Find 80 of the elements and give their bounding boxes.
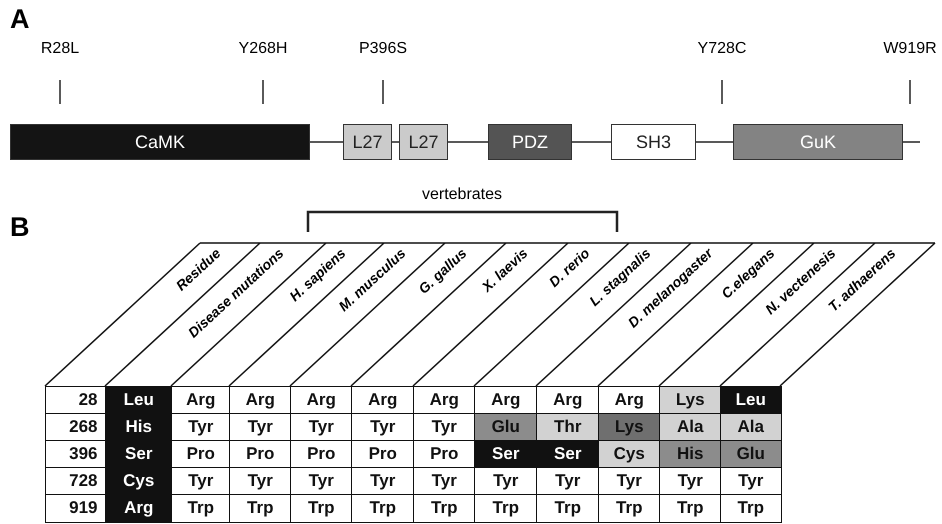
position-cell: 728 (45, 467, 106, 496)
protein-domain: PDZ (488, 124, 572, 160)
mutation-label: Y728C (696, 40, 748, 58)
amino-acid-cell: His (105, 413, 172, 442)
amino-acid-cell: Pro (413, 440, 476, 468)
position-cell: 268 (45, 413, 106, 442)
mutation-label: R28L (40, 40, 80, 58)
amino-acid-cell: Thr (536, 413, 600, 442)
amino-acid-cell: Ser (105, 440, 172, 468)
amino-acid-cell: Arg (105, 494, 172, 522)
amino-acid-cell: Tyr (659, 467, 722, 496)
position-cell: 919 (45, 494, 106, 522)
amino-acid-cell: Tyr (290, 467, 352, 496)
protein-domain: SH3 (611, 124, 696, 160)
amino-acid-cell: Lys (659, 386, 722, 414)
amino-acid-cell: Trp (598, 494, 660, 522)
amino-acid-cell: Trp (720, 494, 782, 522)
protein-backbone-line (903, 141, 920, 143)
amino-acid-cell: Trp (413, 494, 476, 522)
amino-acid-cell: Trp (171, 494, 230, 522)
amino-acid-cell: Tyr (171, 467, 230, 496)
amino-acid-cell: Arg (413, 386, 476, 414)
amino-acid-cell: Tyr (290, 413, 352, 442)
amino-acid-cell: Tyr (598, 467, 660, 496)
amino-acid-cell: Pro (351, 440, 414, 468)
protein-domain: GuK (733, 124, 903, 160)
amino-acid-cell: Pro (171, 440, 230, 468)
amino-acid-cell: Trp (536, 494, 600, 522)
position-cell: 396 (45, 440, 106, 468)
amino-acid-cell: Trp (351, 494, 414, 522)
amino-acid-cell: Tyr (171, 413, 230, 442)
amino-acid-cell: Tyr (351, 413, 414, 442)
protein-backbone-line (448, 141, 488, 143)
amino-acid-cell: Glu (720, 440, 782, 468)
amino-acid-cell: Lys (598, 413, 660, 442)
amino-acid-cell: Ala (720, 413, 782, 442)
amino-acid-cell: Arg (290, 386, 352, 414)
amino-acid-cell: Leu (105, 386, 172, 414)
protein-domain: L27 (399, 124, 448, 160)
amino-acid-cell: Arg (474, 386, 538, 414)
amino-acid-cell: Tyr (720, 467, 782, 496)
amino-acid-cell: Arg (536, 386, 600, 414)
amino-acid-cell: Cys (598, 440, 660, 468)
amino-acid-cell: Tyr (413, 467, 476, 496)
group-label: vertebrates (420, 186, 504, 204)
position-cell: 28 (45, 386, 106, 414)
amino-acid-cell: Leu (720, 386, 782, 414)
panel-letter: A (10, 4, 30, 35)
amino-acid-cell: Tyr (413, 413, 476, 442)
protein-domain: L27 (343, 124, 392, 160)
amino-acid-cell: Arg (598, 386, 660, 414)
protein-backbone-line (696, 141, 733, 143)
mutation-label: Y268H (238, 40, 288, 58)
mutation-label: P396S (358, 40, 408, 58)
mutation-label: W919R (882, 40, 938, 58)
amino-acid-cell: Tyr (474, 467, 538, 496)
amino-acid-cell: Tyr (229, 467, 292, 496)
amino-acid-cell: Arg (229, 386, 292, 414)
panel-letter: B (10, 212, 30, 243)
amino-acid-cell: His (659, 440, 722, 468)
protein-domain: CaMK (10, 124, 310, 160)
amino-acid-cell: Glu (474, 413, 538, 442)
amino-acid-cell: Trp (290, 494, 352, 522)
amino-acid-cell: Pro (290, 440, 352, 468)
amino-acid-cell: Trp (659, 494, 722, 522)
amino-acid-cell: Trp (474, 494, 538, 522)
amino-acid-cell: Arg (171, 386, 230, 414)
amino-acid-cell: Ala (659, 413, 722, 442)
amino-acid-cell: Ser (536, 440, 600, 468)
amino-acid-cell: Cys (105, 467, 172, 496)
protein-backbone-line (310, 141, 343, 143)
amino-acid-cell: Tyr (536, 467, 600, 496)
amino-acid-cell: Arg (351, 386, 414, 414)
amino-acid-cell: Tyr (229, 413, 292, 442)
amino-acid-cell: Ser (474, 440, 538, 468)
amino-acid-cell: Trp (229, 494, 292, 522)
amino-acid-cell: Pro (229, 440, 292, 468)
amino-acid-cell: Tyr (351, 467, 414, 496)
protein-backbone-line (392, 141, 399, 143)
protein-backbone-line (572, 141, 611, 143)
